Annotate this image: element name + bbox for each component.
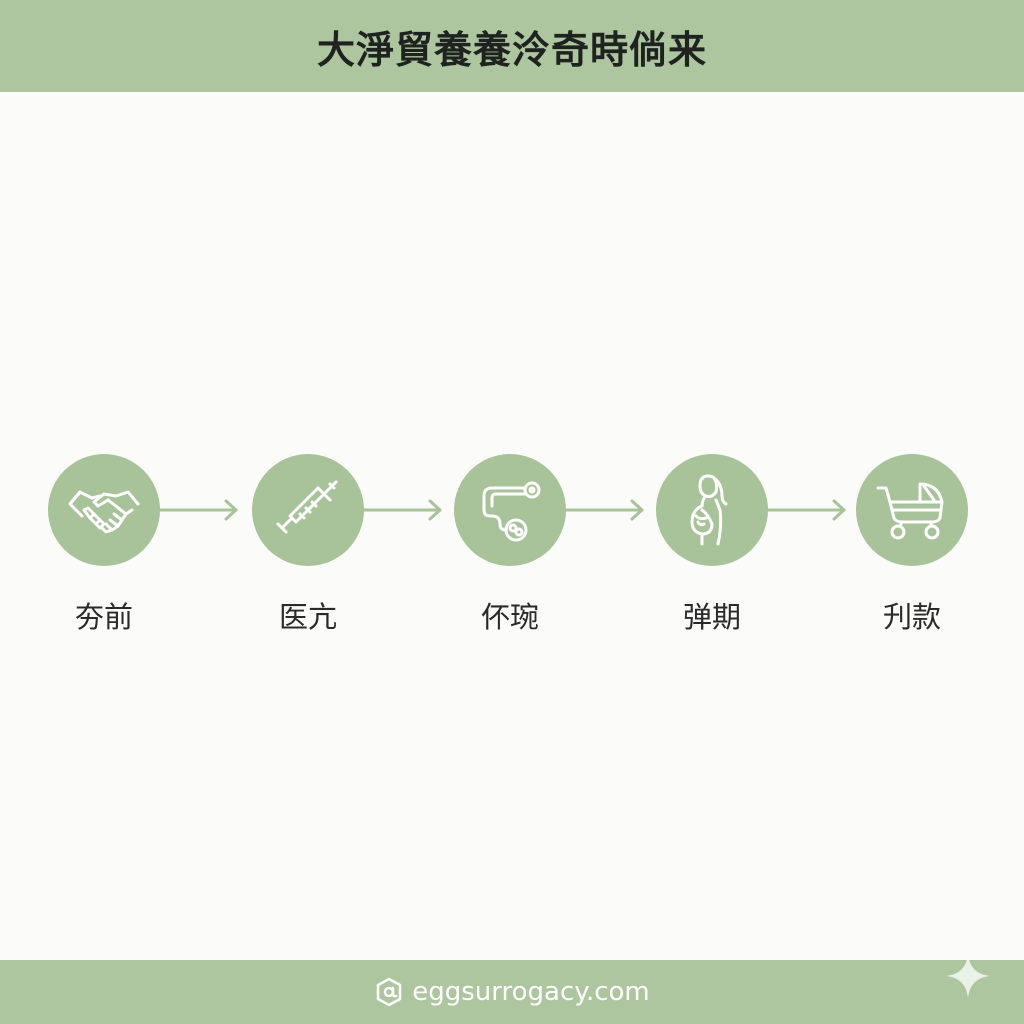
baby-stroller-icon [876, 482, 944, 540]
arrow-right-icon [362, 499, 442, 521]
step-4: 弹期 [642, 454, 782, 636]
step-3-circle [454, 454, 566, 566]
arrow-2 [362, 498, 446, 522]
step-1-circle [48, 454, 160, 566]
step-3: 伓琬 [440, 454, 580, 636]
syringe-icon [276, 480, 338, 534]
arrow-1 [158, 498, 242, 522]
step-3-label: 伓琬 [480, 600, 539, 634]
arrow-right-icon [564, 499, 644, 521]
page-title: 大淨貿養養泠奇時倘来 [316, 27, 707, 72]
step-5: 刋款 [842, 454, 982, 636]
step-5-label: 刋款 [882, 600, 941, 634]
arrow-right-icon [766, 499, 846, 521]
step-4-circle [656, 454, 768, 566]
header-band: 大淨貿養養泠奇時倘来 [0, 0, 1024, 92]
step-1: 夯前 [34, 454, 174, 636]
arrow-4 [766, 498, 850, 522]
step-5-circle [856, 454, 968, 566]
footer-band: eggsurrogacy.com [0, 960, 1024, 1024]
step-2: 医亢 [238, 454, 378, 636]
arrow-3 [564, 498, 648, 522]
step-2-label: 医亢 [278, 600, 337, 634]
handshake-icon [68, 490, 140, 534]
arrow-right-icon [158, 499, 238, 521]
footer-website[interactable]: eggsurrogacy.com [412, 977, 650, 1007]
footer-brand: eggsurrogacy.com [374, 977, 650, 1007]
at-sign-icon [374, 977, 404, 1007]
step-1-label: 夯前 [74, 600, 133, 634]
step-2-circle [252, 454, 364, 566]
step-4-label: 弹期 [682, 600, 741, 634]
pregnant-woman-icon [690, 474, 728, 546]
embryo-icon [482, 481, 541, 542]
sparkle-icon [942, 950, 994, 1002]
